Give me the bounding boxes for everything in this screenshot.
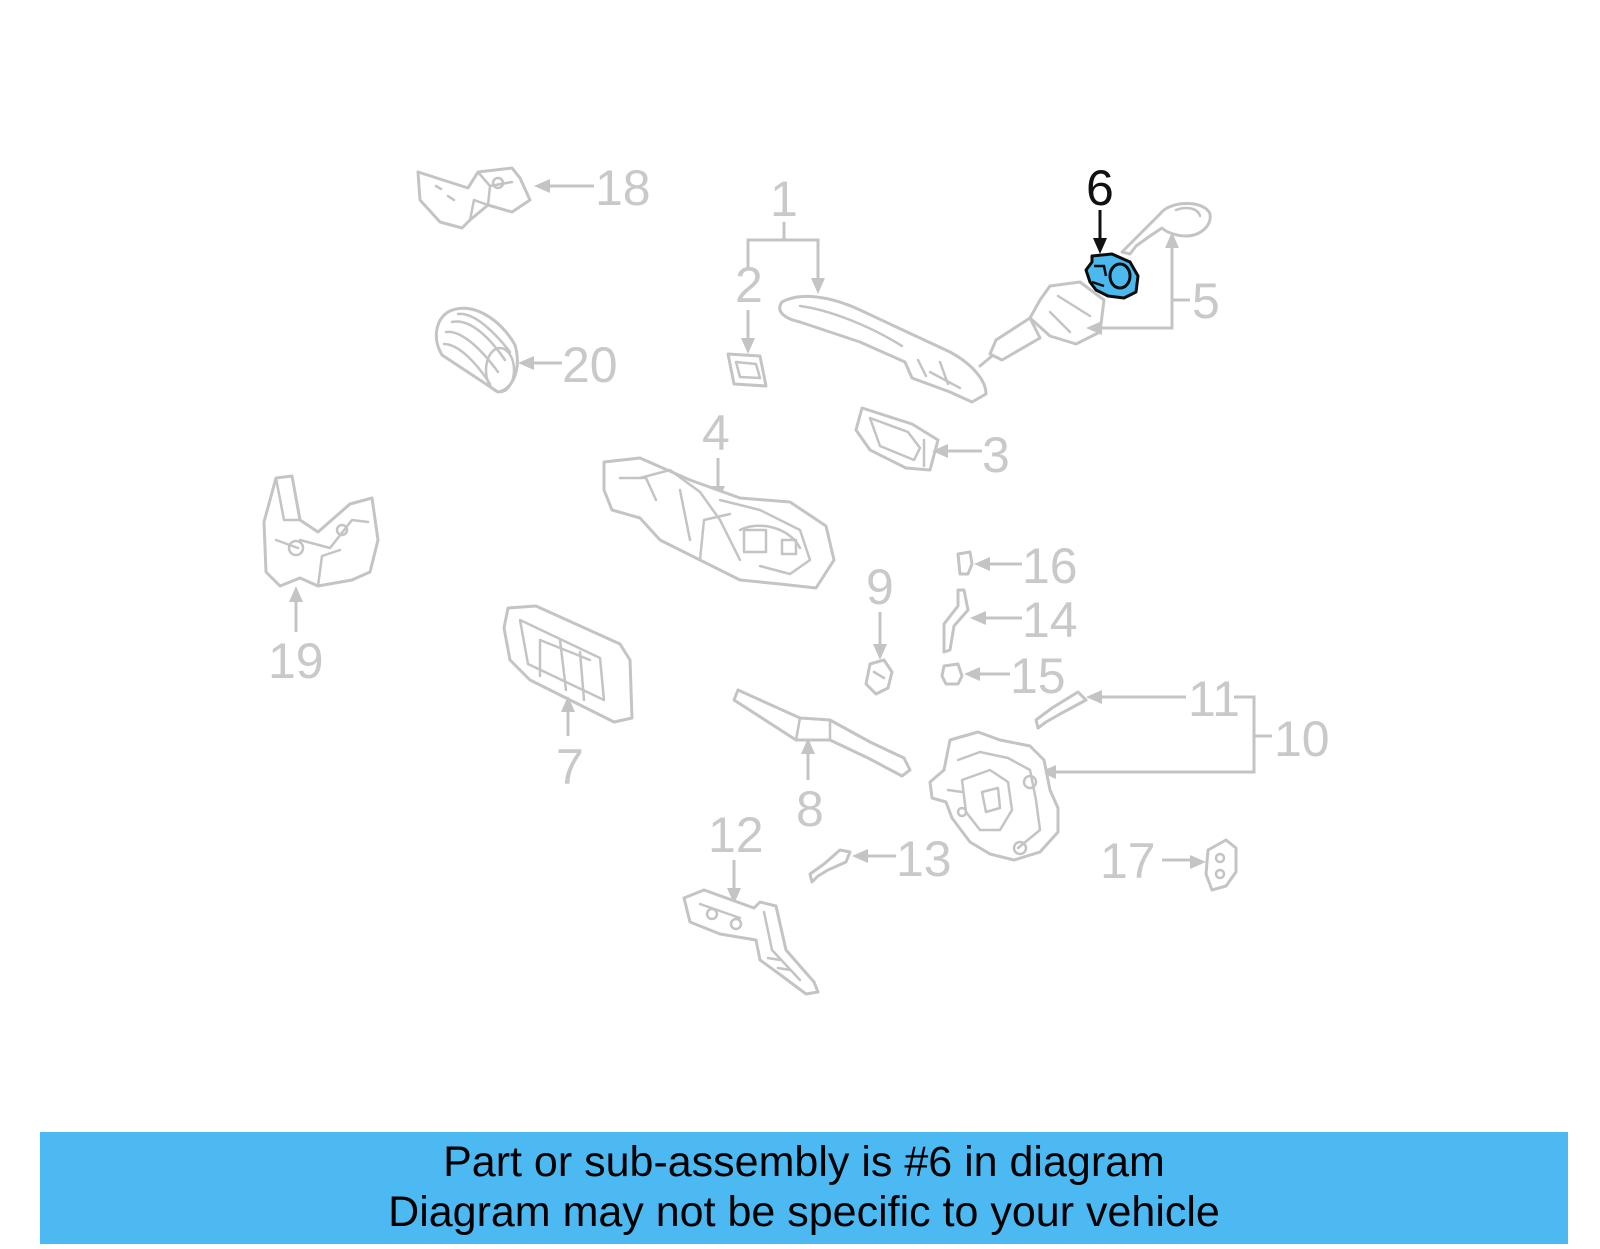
callout-8: 8 — [796, 738, 824, 837]
part-12-bracket — [682, 888, 820, 996]
part-10-latch — [928, 730, 1060, 862]
callout-15-label: 15 — [1010, 648, 1066, 704]
callout-4-label: 4 — [702, 405, 730, 461]
part-1-outer-handle — [778, 294, 988, 404]
part-2-cap — [726, 352, 768, 388]
callout-17-label: 17 — [1100, 833, 1156, 889]
callout-6: 6 — [1086, 160, 1114, 254]
callout-14-label: 14 — [1022, 592, 1078, 648]
callout-12-label: 12 — [708, 807, 764, 863]
callout-11-label: 11 — [1188, 671, 1240, 727]
callout-6-label: 6 — [1086, 160, 1114, 216]
part-7-bezel — [502, 604, 634, 724]
part-20-boot — [434, 306, 519, 394]
callout-9-label: 9 — [866, 559, 894, 615]
info-banner: Part or sub-assembly is #6 in diagram Di… — [40, 1132, 1568, 1244]
part-19-hinge — [262, 474, 380, 588]
part-16-pin — [956, 550, 974, 576]
callout-19-label: 19 — [268, 633, 324, 689]
banner-line-1: Part or sub-assembly is #6 in diagram — [443, 1138, 1165, 1186]
callout-13: 13 — [852, 831, 952, 887]
callout-20-label: 20 — [562, 337, 618, 393]
callout-2-label: 2 — [735, 257, 763, 313]
callout-16: 16 — [974, 538, 1078, 594]
callout-5: 5 — [1086, 232, 1220, 335]
part-17-striker — [1204, 838, 1238, 892]
part-13-bolt — [808, 848, 852, 884]
callout-5-label: 5 — [1192, 273, 1220, 329]
part-4-inner-handle — [602, 456, 836, 590]
part-5-key — [1120, 202, 1212, 256]
callout-19: 19 — [268, 586, 324, 689]
callout-16-label: 16 — [1022, 538, 1078, 594]
callout-15: 15 — [964, 648, 1066, 704]
callout-1: 1 — [746, 171, 825, 294]
part-11-rod — [1034, 690, 1088, 730]
part-9-clip — [864, 658, 894, 696]
callout-14: 14 — [970, 592, 1078, 648]
callout-17: 17 — [1100, 833, 1206, 889]
callout-3: 3 — [932, 427, 1010, 483]
callout-1-label: 1 — [770, 171, 798, 227]
callout-12: 12 — [708, 807, 764, 904]
part-3-escutcheon — [854, 406, 940, 472]
part-14-rod — [942, 588, 970, 654]
callout-7-label: 7 — [556, 739, 584, 795]
callout-9: 9 — [866, 559, 894, 660]
callout-18-label: 18 — [595, 160, 651, 216]
callout-2: 2 — [735, 257, 763, 354]
parts-diagram: 18 20 19 1 2 — [262, 160, 1330, 996]
callout-20: 20 — [518, 337, 618, 393]
callout-3-label: 3 — [982, 427, 1010, 483]
callout-13-label: 13 — [896, 831, 952, 887]
part-5-lock-cylinder — [978, 280, 1106, 368]
callout-10-label: 10 — [1274, 711, 1330, 767]
callout-18: 18 — [534, 160, 651, 216]
part-15-grommet — [940, 662, 964, 686]
callout-7: 7 — [556, 696, 584, 795]
part-18-hinge — [416, 166, 532, 230]
callout-8-label: 8 — [796, 781, 824, 837]
callout-10-11: 11 10 — [1040, 671, 1330, 779]
part-6-lock-housing — [1084, 252, 1140, 300]
banner-line-2: Diagram may not be specific to your vehi… — [388, 1188, 1220, 1236]
part-8-rod — [732, 688, 912, 778]
